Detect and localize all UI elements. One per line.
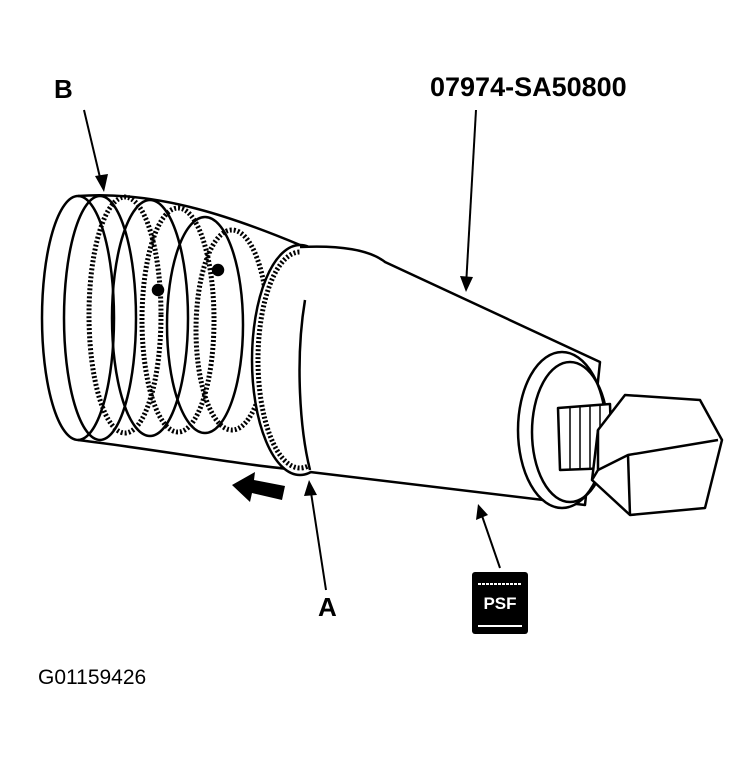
figure-id: G01159426 <box>38 666 147 689</box>
psf-can-icon <box>472 572 528 634</box>
bolt <box>556 393 724 517</box>
leader-arrows <box>83 109 501 591</box>
cylinder-body <box>40 194 301 472</box>
part-number-label: 07974-SA50800 <box>430 72 627 102</box>
psf-label: PSF <box>483 594 517 613</box>
label-b: B <box>54 74 73 104</box>
label-a: A <box>318 592 337 622</box>
direction-arrow <box>232 472 285 502</box>
